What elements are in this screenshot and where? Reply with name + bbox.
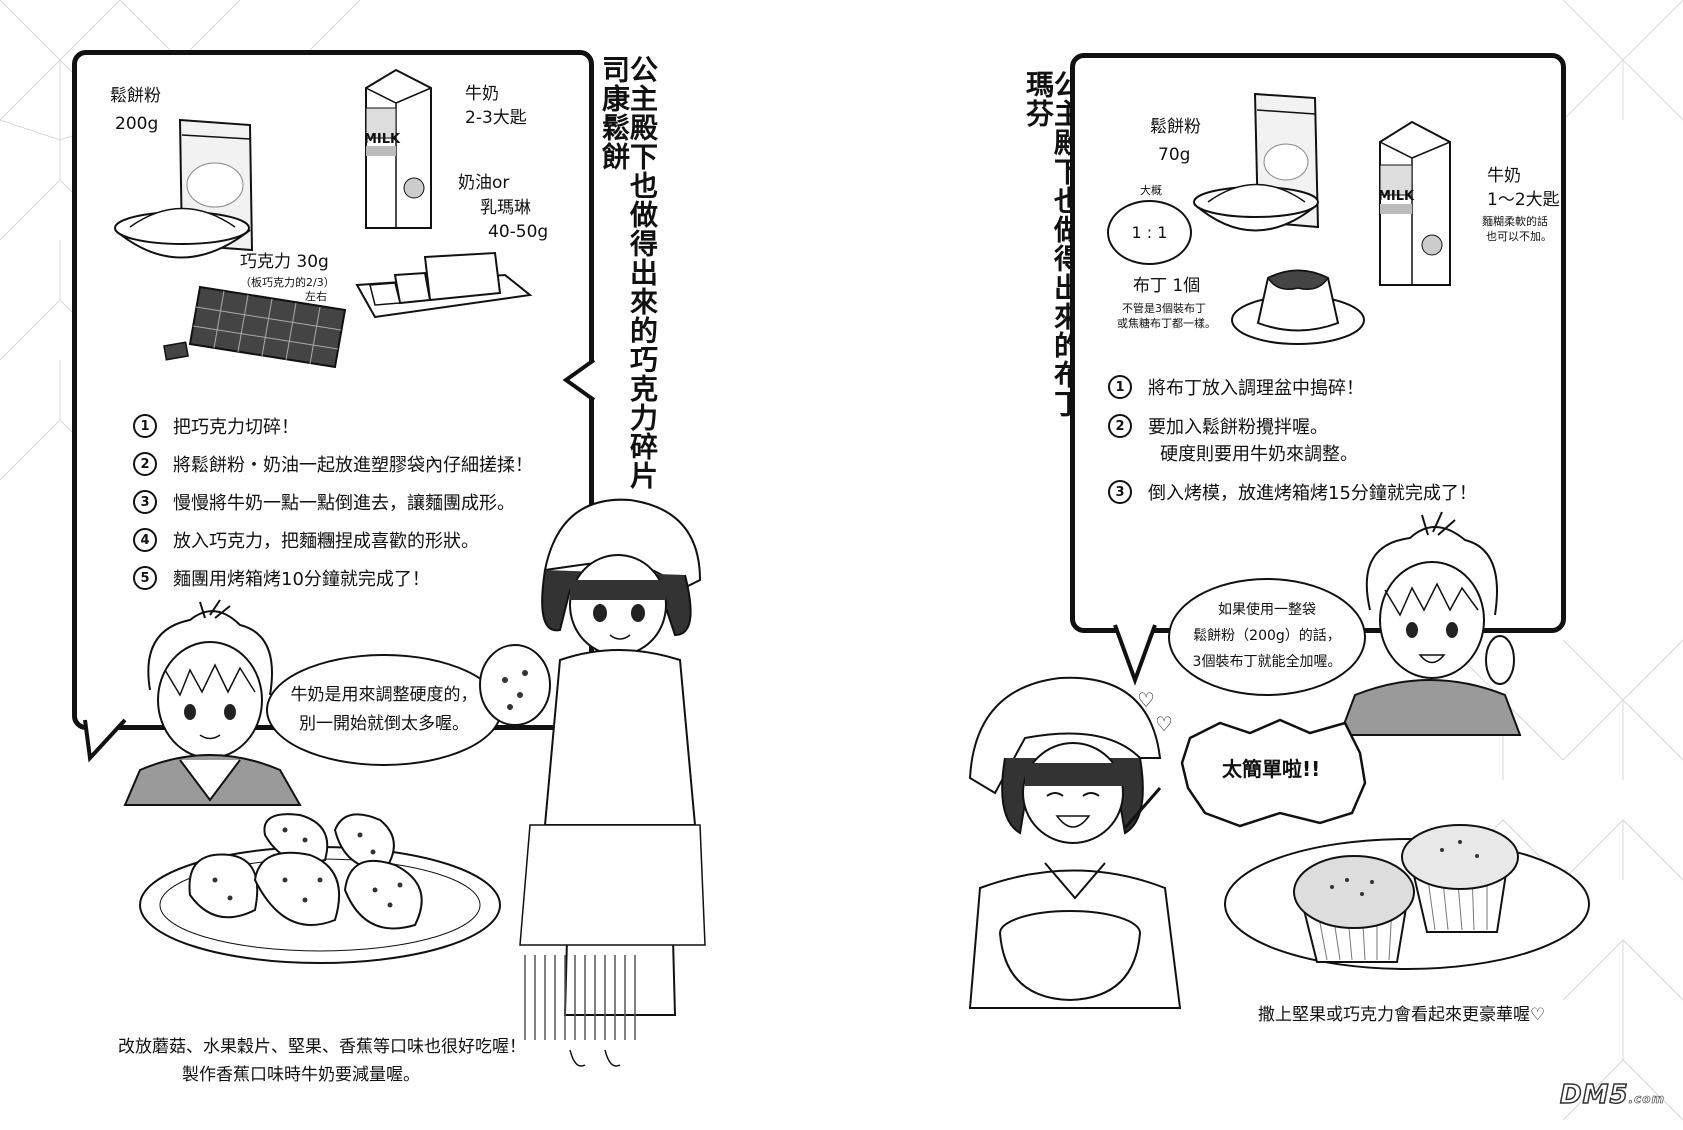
step-text: 倒入烤模，放進烤箱烤15分鐘就完成了！: [1148, 483, 1477, 504]
right-flour-bag-illustration: [1193, 92, 1320, 232]
left-step-2: 2 將鬆餅粉・奶油一起放進塑膠袋內仔細搓揉！: [133, 451, 533, 477]
left-butter-name: 奶油or: [458, 173, 510, 193]
step-text: 放入巧克力，把麵糰捏成喜歡的形狀。: [173, 531, 479, 552]
step-text: 要加入鬆餅粉攪拌喔。: [1148, 417, 1328, 438]
right-caption: 撒上堅果或巧克力會看起來更豪華喔♡: [1258, 1005, 1546, 1025]
butter-illustration: [355, 251, 533, 319]
right-milk-note1: 麵糊柔軟的話: [1482, 215, 1548, 228]
right-step-1: 1 將布丁放入調理盆中搗碎！: [1108, 374, 1364, 400]
left-frame-notch: [562, 358, 596, 402]
step-number: 2: [133, 452, 157, 476]
dm5-watermark-logo: DM5.com: [1559, 1079, 1665, 1111]
right-flour-name: 鬆餅粉: [1150, 117, 1201, 137]
left-chocolate-name: 巧克力 30g: [240, 252, 329, 272]
muffins-plate-illustration: [1224, 824, 1590, 970]
pudding-note1: 不管是3個裝布丁: [1122, 302, 1206, 315]
left-butter-name2: 乳瑪琳: [480, 198, 531, 218]
left-caption-line1: 改放蘑菇、水果穀片、堅果、香蕉等口味也很好吃喔！: [118, 1037, 526, 1057]
pudding-illustration: [1231, 269, 1365, 345]
step-number: 4: [133, 528, 157, 552]
scones-plate-illustration: [139, 813, 501, 964]
step-number: 1: [1108, 375, 1132, 399]
left-caption-line2: 製作香蕉口味時牛奶要減量喔。: [182, 1065, 420, 1085]
left-step-4: 4 放入巧克力，把麵糰捏成喜歡的形狀。: [133, 527, 479, 553]
watermark-suffix: .com: [1628, 1092, 1665, 1107]
left-recipe-title: 公主殿下也做得出來的巧克力碎片司康鬆餅: [598, 55, 659, 490]
left-milk-amount: 2-3大匙: [465, 108, 527, 128]
ratio-label: 大概: [1140, 184, 1162, 197]
left-butter-amount: 40-50g: [488, 222, 549, 242]
left-chocolate-note: （板巧克力的2/3）: [240, 276, 335, 289]
bubble-line: 如果使用一整袋: [1217, 602, 1316, 619]
bubble-line: 別一開始就倒太多喔。: [299, 714, 469, 734]
left-flour-name: 鬆餅粉: [110, 86, 161, 106]
right-milk-carton-illustration: [1379, 120, 1451, 286]
right-milk-name: 牛奶: [1487, 166, 1521, 186]
right-milk-note2: 也可以不加。: [1486, 230, 1552, 243]
right-step-2: 2 要加入鬆餅粉攪拌喔。: [1108, 413, 1328, 439]
bubble-line: 鬆餅粉（200g）的話，: [1193, 628, 1341, 645]
step-number: 3: [1108, 480, 1132, 504]
pudding-note2: 或焦糖布丁都一樣。: [1117, 317, 1216, 330]
left-chocolate-note2: 左右: [305, 290, 327, 303]
shout-text: 太簡單啦!!: [1222, 757, 1321, 781]
step-text: 將鬆餅粉・奶油一起放進塑膠袋內仔細搓揉！: [173, 455, 533, 476]
left-milk-carton-text: MILK: [364, 132, 401, 147]
boy-character-right: [1338, 511, 1522, 736]
left-milk-name: 牛奶: [465, 84, 499, 104]
step-text: 將布丁放入調理盆中搗碎！: [1148, 378, 1364, 399]
left-step-5: 5 麵團用烤箱烤10分鐘就完成了！: [133, 565, 430, 591]
flour-bag-illustration: [114, 118, 254, 259]
left-speech-bubble: 牛奶是用來調整硬度的， 別一開始就倒太多喔。: [266, 654, 502, 766]
left-frame-tail: [83, 718, 127, 763]
right-milk-carton-text: MILK: [1378, 189, 1415, 204]
ratio-bubble: 1 : 1: [1107, 200, 1192, 265]
bubble-line: 3個裝布丁就能全加喔。: [1192, 653, 1342, 670]
step-number: 2: [1108, 414, 1132, 438]
heart-icon: ♡: [1155, 712, 1173, 736]
step-text: 慢慢將牛奶一點一點倒進去，讓麵團成形。: [173, 493, 515, 514]
boy-character-left: [123, 599, 302, 806]
pudding-name: 布丁 1個: [1133, 276, 1201, 296]
right-step-2-continued: 硬度則要用牛奶來調整。: [1160, 440, 1358, 466]
right-step-3: 3 倒入烤模，放進烤箱烤15分鐘就完成了！: [1108, 479, 1477, 505]
right-frame-tail: [1113, 624, 1157, 686]
pattern-top-right: [1562, 0, 1683, 121]
right-flour-amount: 70g: [1158, 145, 1191, 165]
girl-character-right: [968, 676, 1182, 1009]
left-milk-carton-illustration: [365, 68, 432, 229]
left-step-3: 3 慢慢將牛奶一點一點倒進去，讓麵團成形。: [133, 489, 515, 515]
left-step-1: 1 把巧克力切碎！: [133, 413, 299, 439]
right-speech-bubble: 如果使用一整袋鬆餅粉（200g）的話， 3個裝布丁就能全加喔。: [1168, 578, 1366, 696]
girl-character-left: [479, 498, 706, 1067]
pattern-bottom-right: [1442, 639, 1683, 1121]
step-number: 5: [133, 566, 157, 590]
step-number: 3: [133, 490, 157, 514]
bubble-line: 牛奶是用來調整硬度的，: [290, 685, 478, 706]
step-text: 把巧克力切碎！: [173, 417, 299, 438]
right-milk-amount: 1〜2大匙: [1487, 190, 1560, 210]
step-text: 硬度則要用牛奶來調整。: [1160, 444, 1358, 465]
shout-bubble-shape: [1180, 718, 1367, 828]
step-text: 麵團用烤箱烤10分鐘就完成了！: [173, 569, 430, 590]
chocolate-bar-illustration: [163, 285, 347, 369]
watermark-main: DM5: [1559, 1079, 1629, 1111]
left-flour-amount: 200g: [115, 114, 159, 134]
step-number: 1: [133, 414, 157, 438]
